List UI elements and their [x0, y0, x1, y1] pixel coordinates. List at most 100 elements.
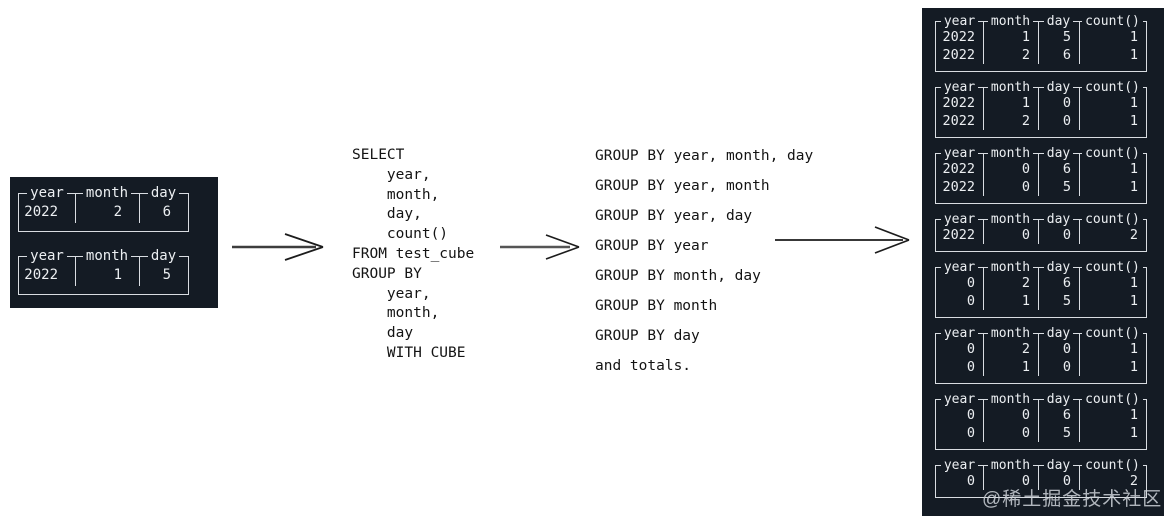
table-top-border	[935, 333, 1147, 334]
column-label: month	[82, 186, 132, 200]
column-label: year	[27, 186, 67, 200]
table-cell: 0	[1038, 94, 1079, 112]
table-cell: 6	[139, 201, 188, 223]
table-cell: 0	[966, 293, 975, 309]
table-cell: 1	[1079, 94, 1146, 112]
groupby-line: GROUP BY day	[595, 328, 700, 344]
table-header-cell: day	[1038, 260, 1079, 274]
column-label: year	[940, 326, 979, 340]
column-label: day	[1043, 80, 1074, 94]
table-header-cell: day	[1038, 14, 1079, 28]
arrow-right-icon	[773, 223, 913, 257]
column-label: day	[147, 186, 180, 200]
table-cell: 0	[1038, 472, 1079, 490]
table-cell: 2022	[24, 204, 58, 220]
table-header-cell: month	[983, 392, 1038, 406]
column-label: day	[1043, 146, 1074, 160]
column-label: day	[147, 249, 180, 263]
table-header-cell: year	[19, 248, 75, 264]
table-top-border	[935, 219, 1147, 220]
table-header-cell: year	[936, 326, 983, 340]
column-label: month	[987, 80, 1034, 94]
table-header-cell: month	[983, 80, 1038, 94]
table-cell: 0	[1038, 226, 1079, 244]
column-label: day	[1043, 326, 1074, 340]
watermark: @稀土掘金技术社区	[982, 489, 1163, 510]
table-cell: 0	[983, 424, 1038, 442]
column-label: day	[1043, 392, 1074, 406]
table-header-cell: month	[983, 326, 1038, 340]
table-cell: 0	[983, 226, 1038, 244]
table-cell: 0	[1038, 340, 1079, 358]
table-header-cell: day	[139, 248, 188, 264]
table-cell: 5	[1038, 28, 1079, 46]
table-header-cell: month	[983, 146, 1038, 160]
column-label: year	[940, 212, 979, 226]
column-label: count()	[1082, 80, 1143, 94]
arrow-right-icon	[496, 230, 584, 264]
table-cell: 1	[1079, 292, 1146, 310]
table-header-cell: month	[983, 458, 1038, 472]
table-cell: 1	[983, 292, 1038, 310]
table-cell: 2	[1079, 472, 1146, 490]
table-cell: 0	[983, 472, 1038, 490]
groupby-line: GROUP BY year	[595, 238, 709, 254]
table-cell: 1	[1079, 424, 1146, 442]
table-header-cell: count()	[1079, 458, 1146, 472]
table-cell: 2	[983, 274, 1038, 292]
table-cell: 2022	[942, 95, 975, 111]
table-header-cell: day	[1038, 212, 1079, 226]
column-label: year	[940, 80, 979, 94]
table-cell: 1	[1079, 358, 1146, 376]
column-label: count()	[1082, 458, 1143, 472]
table-cell: 2022	[942, 113, 975, 129]
table-cell: 5	[1038, 178, 1079, 196]
table-header-row: year month day	[18, 185, 189, 201]
column-label: year	[940, 146, 979, 160]
table-header-cell: month	[983, 14, 1038, 28]
table-cell: 2022	[942, 161, 975, 177]
table-cell: 2	[983, 112, 1038, 130]
table-header-cell: count()	[1079, 212, 1146, 226]
table-cell: 0	[966, 407, 975, 423]
table-cell: 0	[983, 406, 1038, 424]
table-header-row: year month day count()	[935, 80, 1147, 94]
column-label: day	[1043, 260, 1074, 274]
table-header-cell: month	[983, 212, 1038, 226]
table-cell: 0	[966, 473, 975, 489]
table-cell: 0	[1038, 112, 1079, 130]
table-header-cell: day	[1038, 326, 1079, 340]
table-cell: 2022	[942, 179, 975, 195]
column-label: year	[940, 392, 979, 406]
table-cell: 6	[1038, 406, 1079, 424]
table-top-border	[935, 465, 1147, 466]
table-cell: 1	[983, 358, 1038, 376]
table-cell: 1	[1079, 406, 1146, 424]
table-top-border	[935, 153, 1147, 154]
table-header-cell: year	[936, 80, 983, 94]
